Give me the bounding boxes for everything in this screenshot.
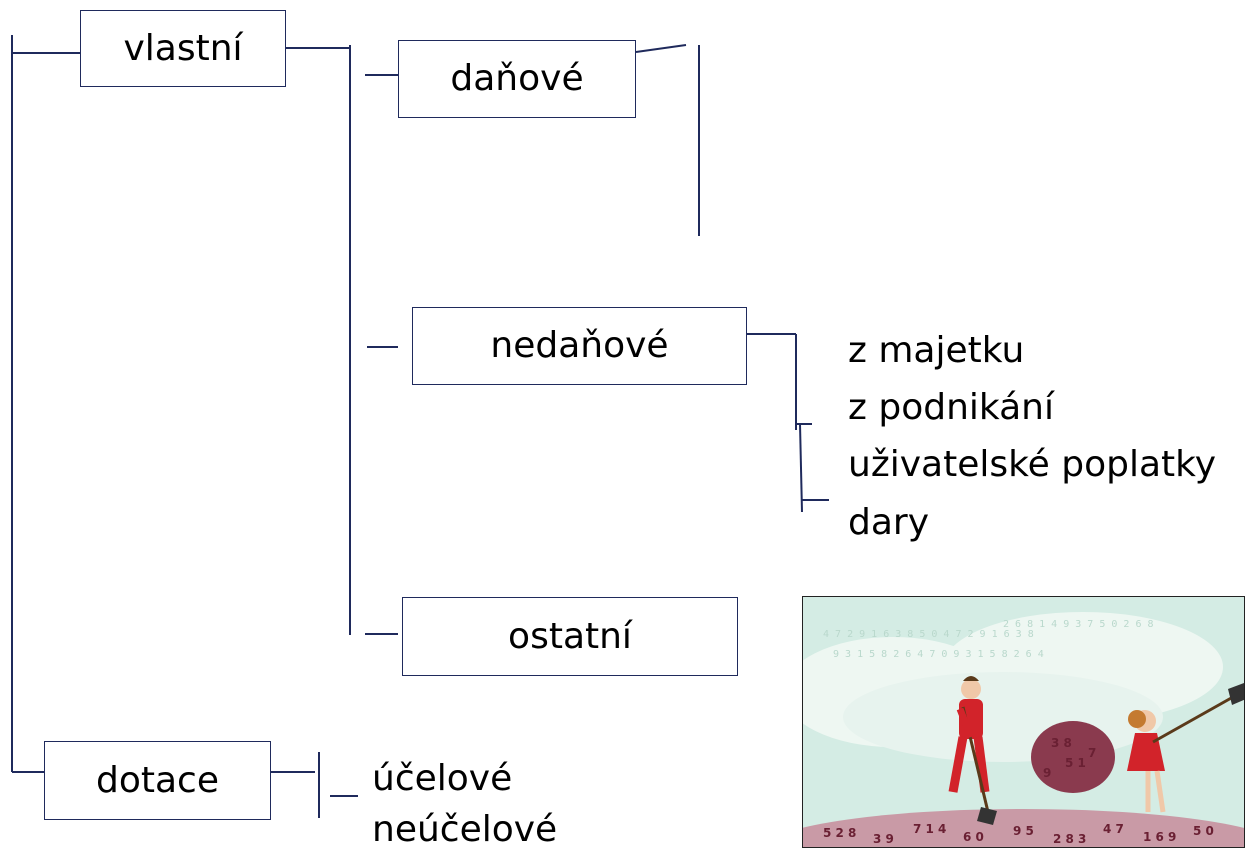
svg-text:2 8 3: 2 8 3: [1053, 832, 1086, 846]
svg-text:3 8: 3 8: [1051, 736, 1072, 750]
item-dary: dary: [848, 502, 930, 543]
box-danove-label: daňové: [450, 58, 584, 99]
svg-text:2 6 8 1 4 9 3 7 5 0 2 6 8: 2 6 8 1 4 9 3 7 5 0 2 6 8: [1003, 619, 1154, 630]
item-neucelove: neúčelové: [372, 809, 558, 850]
svg-text:7: 7: [1088, 746, 1096, 760]
box-nedanove: nedaňové: [412, 307, 747, 385]
svg-text:4 7 2 9 1 6 3 8 5 0 4 7 2 9 1: 4 7 2 9 1 6 3 8 5 0 4 7 2 9 1 6 3 8: [823, 629, 1034, 640]
woman-figure: [1127, 683, 1244, 813]
item-ucelove: účelové: [372, 758, 513, 799]
svg-text:1 6 9: 1 6 9: [1143, 830, 1176, 844]
connector-danove-out: [635, 44, 687, 53]
svg-text:6 0: 6 0: [963, 830, 984, 844]
box-nedanove-label: nedaňové: [490, 325, 669, 366]
nedanove-spine-bottom: [799, 423, 803, 513]
svg-text:4 7: 4 7: [1103, 822, 1124, 836]
man-figure: [948, 676, 997, 825]
item-z-majetku: z majetku: [848, 330, 1025, 371]
svg-text:5 0: 5 0: [1193, 824, 1214, 838]
box-danove: daňové: [398, 40, 636, 118]
svg-text:9: 9: [1043, 766, 1051, 780]
svg-text:5 2 8: 5 2 8: [823, 826, 856, 840]
box-dotace: dotace: [44, 741, 271, 820]
svg-text:3 9: 3 9: [873, 832, 894, 846]
item-z-podnikani: z podnikání: [848, 387, 1054, 428]
box-vlastni: vlastní: [80, 10, 286, 87]
box-ostatni-label: ostatní: [508, 615, 632, 657]
box-vlastni-label: vlastní: [123, 27, 243, 69]
item-uzivatelske-poplatky: uživatelské poplatky: [848, 444, 1217, 485]
box-dotace-label: dotace: [96, 759, 219, 801]
svg-text:7 1 4: 7 1 4: [913, 822, 946, 836]
people-shoveling-numbers-illustration: 4 7 2 9 1 6 3 8 5 0 4 7 2 9 1 6 3 8 9 3 …: [802, 596, 1245, 848]
svg-text:9 5: 9 5: [1013, 824, 1034, 838]
svg-text:9 3 1 5 8 2 6 4 7 0 9 3 1 5 8: 9 3 1 5 8 2 6 4 7 0 9 3 1 5 8 2 6 4: [833, 649, 1044, 660]
box-ostatni: ostatní: [402, 597, 738, 676]
svg-text:5 1: 5 1: [1065, 756, 1086, 770]
